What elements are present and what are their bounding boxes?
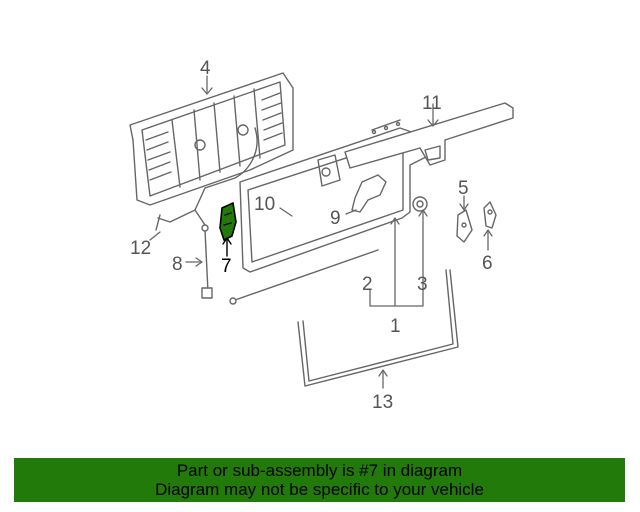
- callout-9: 9: [330, 208, 341, 229]
- bumper-part-3[interactable]: [412, 196, 428, 212]
- banner-line-1: Part or sub-assembly is #7 in diagram: [176, 461, 463, 480]
- lower-rod-part-2[interactable]: [229, 249, 379, 305]
- striker-part-6[interactable]: [483, 201, 497, 229]
- seal-part-13[interactable]: [297, 269, 459, 387]
- parts-diagram: 4 11 5 10 9 12 6 8 7 2 3 1 13: [129, 58, 514, 413]
- callout-8: 8: [172, 254, 183, 275]
- info-banner: Part or sub-assembly is #7 in diagram Di…: [14, 458, 625, 502]
- top-cap-part-11[interactable]: [344, 102, 514, 169]
- callout-2: 2: [362, 274, 373, 295]
- inner-panel-part-4[interactable]: [129, 72, 294, 206]
- callout-13: 13: [372, 392, 393, 413]
- wiring-harness-part-12[interactable]: [155, 127, 258, 231]
- callout-6: 6: [482, 253, 493, 274]
- callout-4: 4: [200, 58, 211, 79]
- callout-3: 3: [417, 274, 428, 295]
- callout-1: 1: [390, 316, 401, 337]
- callout-11: 11: [422, 93, 442, 114]
- callout-5: 5: [458, 178, 469, 199]
- support-rod-part-8[interactable]: [201, 224, 213, 299]
- handle-part-9[interactable]: [351, 174, 387, 213]
- callout-12: 12: [130, 238, 151, 259]
- banner-line-2: Diagram may not be specific to your vehi…: [155, 480, 484, 499]
- bracket-part-5[interactable]: [456, 209, 473, 243]
- callout-10: 10: [254, 194, 275, 215]
- callout-7: 7: [221, 256, 232, 277]
- latch-part-7[interactable]: [219, 202, 237, 241]
